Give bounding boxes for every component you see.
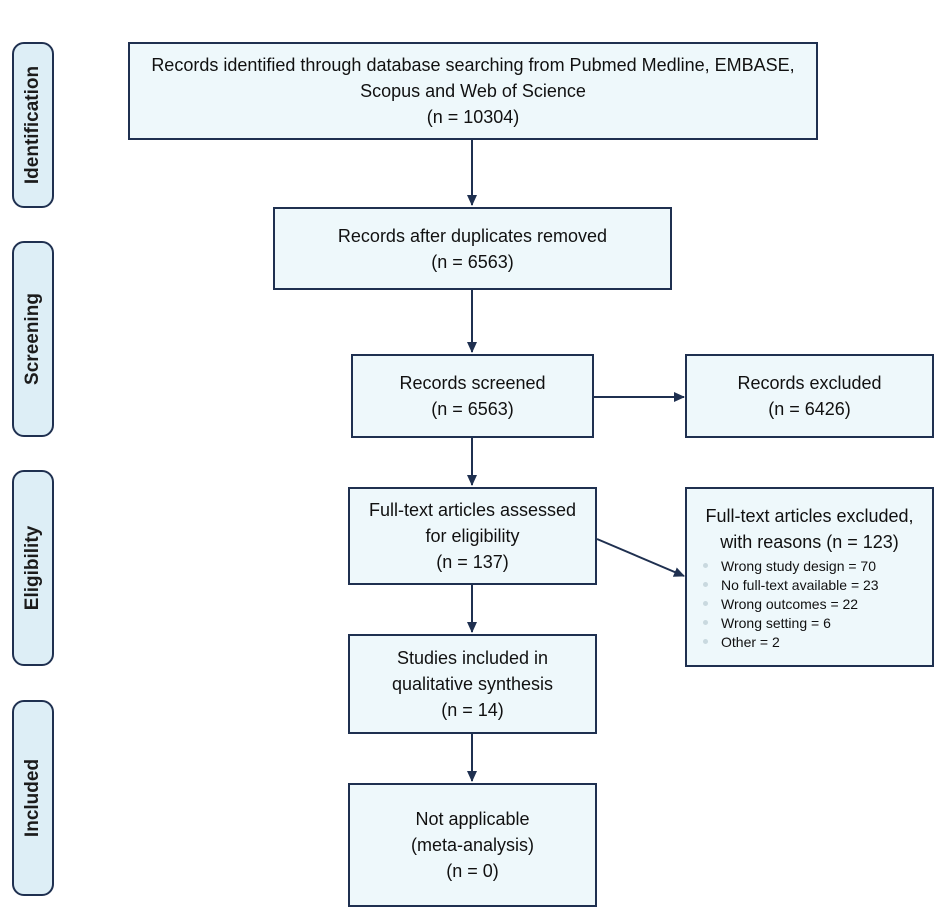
reason-text: Wrong setting = 6 (721, 615, 831, 631)
box-line: Studies included in (396, 648, 549, 668)
bullet-icon (703, 639, 708, 644)
box-qualitative-synthesis: Studies included in qualitative synthesi… (348, 634, 597, 734)
bullet-icon (703, 620, 708, 625)
box-meta-analysis: Not applicable (meta-analysis) (n = 0) (348, 783, 597, 907)
box-line: Not applicable (415, 809, 530, 829)
box-line: Records excluded (737, 373, 882, 393)
box-line: (meta-analysis) (410, 835, 535, 855)
box-count: (n = 0) (446, 861, 499, 881)
box-line: with reasons (n = 123) (720, 532, 899, 552)
box-line: for eligibility (425, 526, 520, 546)
box-records-excluded: Records excluded (n = 6426) (685, 354, 934, 438)
stage-identification: Identification (12, 42, 54, 208)
box-line: Records identified through database sear… (151, 55, 795, 75)
box-line: Records screened (399, 373, 546, 393)
box-count: (n = 6563) (431, 399, 514, 419)
box-records-identified: Records identified through database sear… (128, 42, 818, 140)
bullet-icon (703, 563, 708, 568)
box-line: Records after duplicates removed (337, 225, 608, 246)
list-item: No full-text available = 23 (703, 576, 879, 595)
reason-text: Other = 2 (721, 634, 780, 650)
box-count: (n = 10304) (426, 107, 520, 127)
list-item: Wrong study design = 70 (703, 557, 879, 576)
bullet-icon (703, 582, 708, 587)
reason-text: No full-text available = 23 (721, 577, 879, 593)
box-count: (n = 14) (441, 700, 504, 720)
stage-included: Included (12, 700, 54, 896)
reason-text: Wrong study design = 70 (721, 558, 877, 574)
box-line: qualitative synthesis (391, 674, 554, 694)
box-fulltext-excluded: Full-text articles excluded, with reason… (685, 487, 934, 667)
list-item: Wrong setting = 6 (703, 614, 879, 633)
box-line: Full-text articles assessed (368, 500, 577, 520)
reason-text: Wrong outcomes = 22 (721, 596, 859, 612)
box-records-screened: Records screened (n = 6563) (351, 354, 594, 438)
exclusion-reasons-list: Wrong study design = 70 No full-text ava… (703, 557, 879, 652)
bullet-icon (703, 601, 708, 606)
stage-eligibility: Eligibility (12, 470, 54, 666)
box-count: (n = 6563) (431, 251, 514, 272)
box-line: Scopus and Web of Science (360, 81, 586, 101)
box-count: (n = 137) (436, 552, 509, 572)
list-item: Wrong outcomes = 22 (703, 595, 879, 614)
box-duplicates-removed: Records after duplicates removed (n = 65… (273, 207, 672, 290)
stage-screening: Screening (12, 241, 54, 437)
box-count: (n = 6426) (768, 399, 851, 419)
box-line: Full-text articles excluded, (705, 506, 914, 526)
arrow-fulltext-to-fulltext-excluded (596, 538, 685, 577)
box-fulltext-assessed: Full-text articles assessed for eligibil… (348, 487, 597, 585)
list-item: Other = 2 (703, 633, 879, 652)
